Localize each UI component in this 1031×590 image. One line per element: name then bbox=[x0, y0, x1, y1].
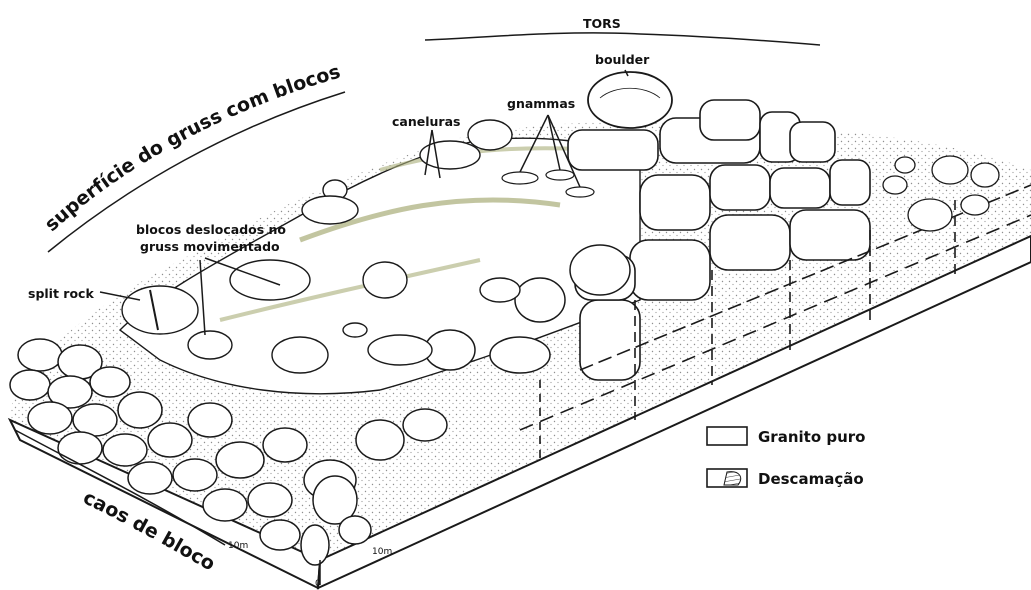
legend-item-granito: Granito puro bbox=[707, 427, 865, 446]
label-blocos-line1: blocos deslocados no bbox=[136, 222, 286, 237]
label-caneluras: caneluras bbox=[392, 114, 460, 129]
legend-label: Descamação bbox=[758, 470, 864, 488]
tor-block bbox=[770, 168, 830, 208]
tor-block bbox=[790, 122, 835, 162]
tor-block bbox=[630, 240, 710, 300]
tor-block bbox=[710, 215, 790, 270]
tor-block bbox=[580, 300, 640, 380]
tor-block bbox=[830, 160, 870, 205]
label-tors: TORS bbox=[583, 16, 621, 31]
scale-label-origin: 0 bbox=[315, 579, 321, 589]
tor-block bbox=[568, 130, 658, 170]
legend-swatch-plain bbox=[707, 427, 747, 445]
label-split-rock: split rock bbox=[28, 286, 94, 301]
legend-label: Granito puro bbox=[758, 428, 865, 446]
label-boulder: boulder bbox=[595, 52, 650, 67]
tor-block bbox=[790, 210, 870, 260]
tors-brace bbox=[425, 33, 820, 45]
legend: Granito puro Descamação bbox=[707, 427, 865, 488]
boulder-rock bbox=[588, 72, 672, 128]
split-rock bbox=[122, 286, 198, 334]
label-blocos-line2: gruss movimentado bbox=[140, 239, 280, 254]
scale-label-right: 10m bbox=[372, 547, 392, 557]
legend-swatch-hatch-mark bbox=[724, 472, 741, 485]
scale-label-left: 10m bbox=[228, 541, 248, 551]
label-gnammas: gnammas bbox=[507, 96, 575, 111]
legend-item-descamacao: Descamação bbox=[707, 469, 864, 488]
tor-block bbox=[710, 165, 770, 210]
tor-block bbox=[640, 175, 710, 230]
tor-block bbox=[700, 100, 760, 140]
